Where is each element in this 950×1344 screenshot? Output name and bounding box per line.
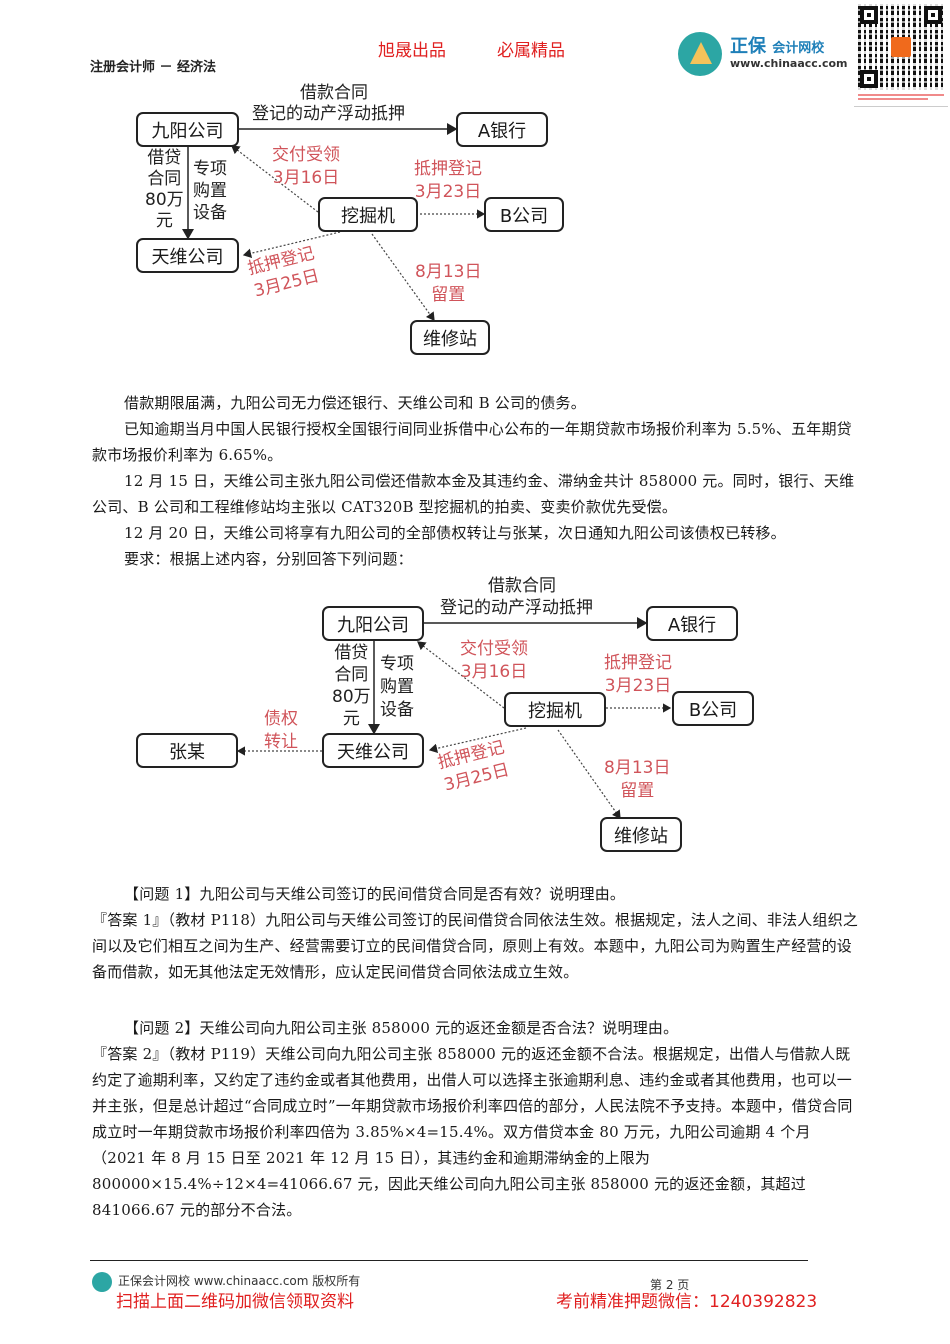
- paragraph-default: 借款期限届满，九阳公司无力偿还银行、天维公司和 B 公司的债务。: [124, 394, 586, 412]
- paragraph-lpr: 已知逾期当月中国人民银行授权全国银行间同业拆借中心公布的一年期贷款市场报价利率为…: [92, 420, 852, 464]
- label-floating-mortgage: 登记的动产浮动抵押: [252, 104, 405, 124]
- qr-center-badge-icon: [891, 37, 911, 57]
- relationship-diagram-2: 九阳公司 A银行 挖掘机 B公司 天维公司 张某 维修站 借款合同 登记的动产浮…: [136, 576, 754, 852]
- document-subject: 注册会计师 － 经济法: [90, 60, 217, 75]
- page-number: 第 2 页: [650, 1278, 690, 1292]
- logo-name: 正保 会计网校: [730, 36, 825, 57]
- label-floating-mortgage: 登记的动产浮动抵押: [440, 598, 593, 618]
- node-tianwei-company: 天维公司: [136, 238, 239, 273]
- answer-2: 『答案 2』（教材 P119）天维公司向九阳公司主张 858000 元的返还金额…: [92, 1045, 853, 1219]
- slogan-left: 旭晟出品: [378, 41, 446, 61]
- qr-caption: [854, 92, 948, 107]
- node-tianwei-company: 天维公司: [322, 733, 424, 768]
- question-2: 【问题 2】天维公司向九阳公司主张 858000 元的返还金额是否合法？说明理由…: [124, 1019, 679, 1037]
- node-repair-station: 维修站: [410, 320, 490, 355]
- label-purpose: 专项购置设备: [380, 654, 414, 720]
- paragraph-claims: 12 月 15 日，天维公司主张九阳公司偿还借款本金及其违约金、滞纳金共计 85…: [92, 472, 855, 516]
- node-b-company: B公司: [484, 197, 564, 232]
- diagram-2-arrows: [236, 617, 672, 819]
- paragraph-transfer: 12 月 20 日，天维公司将享有九阳公司的全部债权转让与张某，次日通知九阳公司…: [124, 524, 786, 542]
- question-1: 【问题 1】九阳公司与天维公司签订的民间借贷合同是否有效？说明理由。: [124, 885, 626, 903]
- label-lien: 8月13日留置: [415, 262, 482, 305]
- promo-scan-qr: 扫描上面二维码加微信领取资料: [116, 1292, 354, 1312]
- label-purpose: 专项购置设备: [193, 159, 227, 223]
- node-excavator: 挖掘机: [318, 197, 418, 232]
- diagram-1-arrows: [182, 123, 486, 321]
- label-loan-contract: 借款合同: [300, 83, 368, 103]
- answer-1: 『答案 1』（教材 P118）九阳公司与天维公司签订的民间借贷合同依法生效。根据…: [92, 911, 859, 981]
- label-lien: 8月13日留置: [604, 758, 671, 801]
- qr-code-icon: [858, 4, 944, 90]
- node-jiuyang-company: 九阳公司: [322, 606, 424, 641]
- label-loan-contract: 借款合同: [488, 576, 556, 596]
- label-debt-transfer: 债权转让: [264, 709, 298, 752]
- logo-mark-icon: [678, 32, 722, 76]
- promo-wechat: 考前精准押题微信：1240392823: [556, 1292, 818, 1312]
- node-a-bank: A银行: [646, 606, 738, 641]
- slogan-right: 必属精品: [497, 41, 565, 61]
- node-b-company: B公司: [672, 691, 754, 726]
- node-a-bank: A银行: [456, 112, 548, 147]
- node-zhang: 张某: [136, 733, 238, 768]
- node-jiuyang-company: 九阳公司: [136, 112, 239, 147]
- node-repair-station: 维修站: [600, 817, 682, 852]
- footer-copyright: 正保会计网校 www.chinaacc.com 版权所有: [118, 1274, 361, 1288]
- logo-url: www.chinaacc.com: [730, 57, 848, 70]
- node-excavator: 挖掘机: [504, 692, 606, 727]
- chinaacc-logo: 正保 会计网校 www.chinaacc.com: [678, 30, 853, 80]
- footer-divider: [90, 1260, 808, 1261]
- paragraph-requirement: 要求：根据上述内容，分别回答下列问题：: [124, 550, 413, 568]
- relationship-diagram-1: 九阳公司 A银行 挖掘机 B公司 天维公司 维修站 借款合同 登记的动产浮动抵押…: [0, 0, 950, 380]
- footer-logo-icon: [92, 1272, 112, 1292]
